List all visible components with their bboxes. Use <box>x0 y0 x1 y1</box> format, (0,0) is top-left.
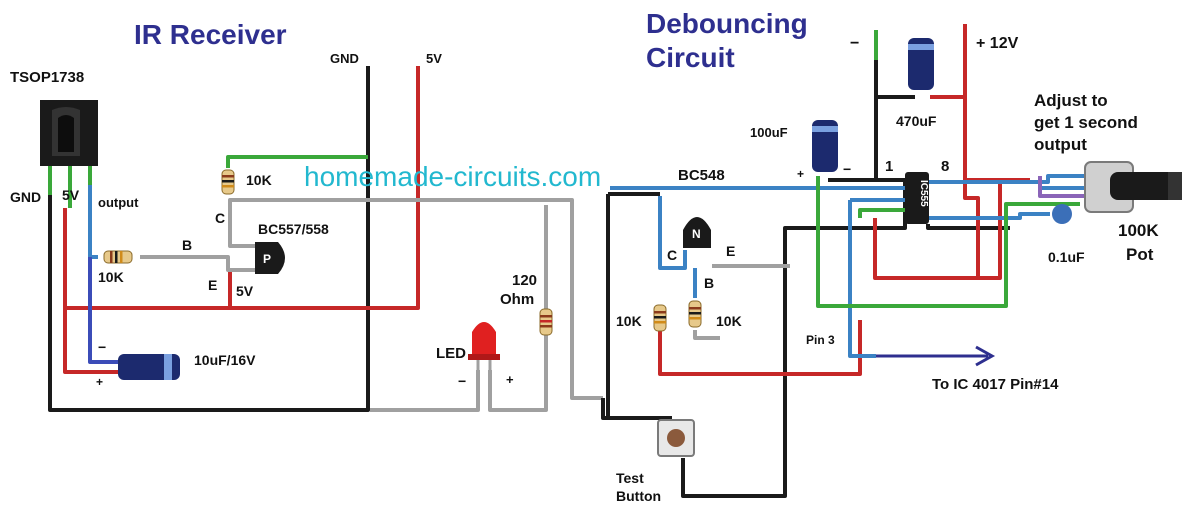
label-test: Test <box>616 470 644 486</box>
label-120: 120 <box>512 272 537 289</box>
ic-right-black <box>926 224 1010 230</box>
r10k-ground-wire <box>226 155 368 168</box>
label-pnp-b: B <box>182 237 192 253</box>
label-pnp-5v: 5V <box>236 283 254 299</box>
label-pnp-c: C <box>215 210 225 226</box>
tsop1738-sensor <box>40 100 98 166</box>
label-gnd-top: GND <box>330 51 359 66</box>
label-adjust-2: get 1 second <box>1034 113 1138 132</box>
npn-collector-blue <box>658 196 687 270</box>
led <box>468 322 500 372</box>
label-led: LED <box>436 345 466 362</box>
label-ohm: Ohm <box>500 291 534 308</box>
label-12v: + 12V <box>976 35 1019 52</box>
label-top-minus: − <box>850 35 859 52</box>
label-10k-d: 10K <box>716 313 742 329</box>
label-100uf-plus: + <box>797 167 804 181</box>
title-circuit: Circuit <box>646 42 735 73</box>
label-to-4017: To IC 4017 Pin#14 <box>932 376 1059 393</box>
capacitor-470uf <box>908 38 934 90</box>
npn-letter: N <box>692 227 701 241</box>
debounce-wiring <box>601 24 1088 498</box>
resistor-10k-vertical <box>221 169 235 195</box>
label-pin3: Pin 3 <box>806 333 835 347</box>
cap10-positive-wire <box>63 308 118 374</box>
green-loop <box>816 176 1080 308</box>
label-100uf: 100uF <box>750 125 788 140</box>
resistor-10k-npn-left <box>653 304 667 332</box>
title-ir-receiver: IR Receiver <box>134 19 287 50</box>
capacitor-10uf <box>118 354 180 380</box>
npn-emitter-red <box>693 330 720 340</box>
label-pnp-e: E <box>208 277 217 293</box>
ground-wire <box>48 66 370 412</box>
title-debouncing: Debouncing <box>646 8 808 39</box>
potentiometer-100k <box>1084 161 1182 213</box>
label-10k-c: 10K <box>616 313 642 329</box>
output-arrow <box>876 345 996 367</box>
resistor-120ohm <box>539 308 553 336</box>
green-ic-mid <box>858 208 905 218</box>
label-led-plus: + <box>506 372 514 387</box>
label-npn-e: E <box>726 243 735 259</box>
label-0.1uf: 0.1uF <box>1048 249 1085 265</box>
test-button-wire <box>601 398 672 420</box>
label-10k-a: 10K <box>246 172 272 188</box>
cap10-negative-wire <box>88 257 118 364</box>
label-tsop-output: output <box>98 195 139 210</box>
label-tsop-5v: 5V <box>62 187 80 203</box>
resistor-10k-npn-right <box>688 300 702 328</box>
label-led-minus: − <box>458 373 466 389</box>
pot-wiper-wire <box>1038 176 1088 198</box>
label-100k: 100K <box>1118 221 1159 240</box>
capacitor-100uf <box>812 120 838 172</box>
label-button: Button <box>616 488 661 504</box>
ir-receiver-wiring <box>48 66 603 412</box>
label-npn-b: B <box>704 275 714 291</box>
ic555-chip: IC555 <box>905 172 929 224</box>
npn-red-wire <box>658 320 862 376</box>
resistor-10k-horizontal <box>103 250 133 264</box>
ic-blue-right <box>928 174 1088 184</box>
supply-5v-wire <box>63 66 420 310</box>
red-loop-right <box>873 180 980 280</box>
pnp-base-wire <box>140 255 255 272</box>
label-5v-top: 5V <box>426 51 442 66</box>
led-wire <box>370 370 480 412</box>
ic555-label: IC555 <box>918 180 929 207</box>
label-tsop1738: TSOP1738 <box>10 69 84 86</box>
label-pot: Pot <box>1126 245 1154 264</box>
pin3-blue-wire <box>848 200 876 358</box>
label-pin8: 8 <box>941 158 949 175</box>
watermark: homemade-circuits.com <box>304 161 601 192</box>
red-loop-far <box>978 180 1002 280</box>
label-bc557: BC557/558 <box>258 221 329 237</box>
cap01-blue <box>928 212 1050 220</box>
pnp-transistor: P <box>255 242 285 274</box>
pnp-letter: P <box>263 252 271 266</box>
label-pin1: 1 <box>885 158 893 175</box>
npn-transistor: N <box>683 217 711 248</box>
label-470uf: 470uF <box>896 113 937 129</box>
label-adjust-1: Adjust to <box>1034 91 1108 110</box>
label-adjust-3: output <box>1034 135 1087 154</box>
label-10k-b: 10K <box>98 269 124 285</box>
label-cap10-plus: + <box>96 375 103 389</box>
pnp-collector-wire <box>228 198 603 400</box>
led-resistor-wire <box>488 205 548 412</box>
capacitor-0.1uf <box>1052 204 1072 224</box>
label-bc548: BC548 <box>678 167 725 184</box>
test-push-button <box>657 419 695 457</box>
label-tsop-gnd: GND <box>10 189 41 205</box>
label-cap10-minus: − <box>98 339 106 355</box>
label-npn-c: C <box>667 247 677 263</box>
label-100uf-minus: − <box>843 161 851 177</box>
label-cap10: 10uF/16V <box>194 352 256 368</box>
